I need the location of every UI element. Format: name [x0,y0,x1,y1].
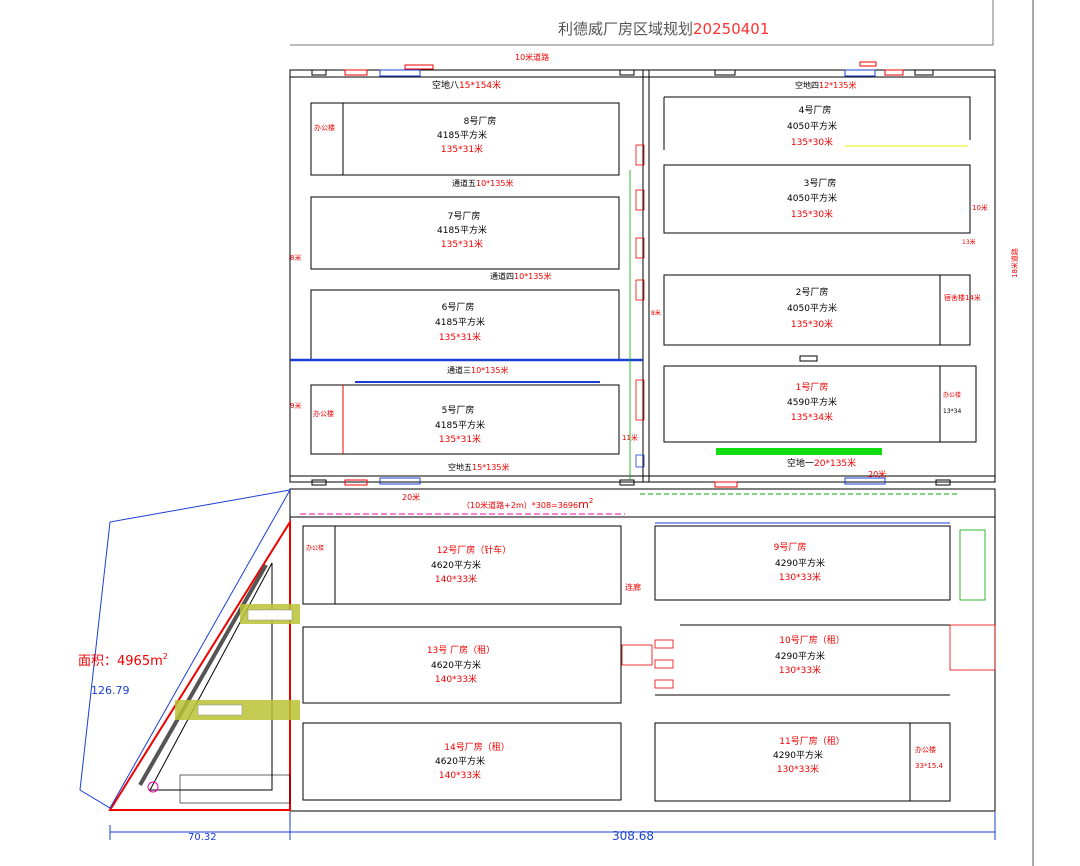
open-space-4: 空地四12*135米 [795,80,856,90]
road-top-label: 10米道路 [515,52,549,62]
distance-8m-b: 8米 [651,309,661,317]
factory-12: 办公楼 12号厂房（针车） 4620平方米 140*33米 [302,525,622,605]
road-bottom-band: （10米道路+2m）*308=3696m2 [462,497,593,511]
factory-7-name: 7号厂房 [448,210,481,222]
factory-11-office: 办公楼 [915,745,936,754]
factory-3-dims: 135*30米 [791,208,833,220]
factory-1-area: 4590平方米 [787,396,837,408]
factory-2-dims: 135*30米 [791,318,833,330]
factory-2-dorm: 宿舍楼14米 [944,293,981,302]
factory-9: 9号厂房 4290平方米 130*33米 [654,522,951,601]
factory-1-name: 1号厂房 [796,381,829,393]
factory-1-office: 办公楼 [943,391,961,399]
factory-10-dims: 130*33米 [779,664,821,676]
factory-8: 办公楼 8号厂房 4185平方米 135*31米 [310,102,620,176]
south-service-column [621,529,996,689]
factory-9-name: 9号厂房 [774,541,807,553]
factory-3-name: 3号厂房 [804,177,837,189]
factory-12-area: 4620平方米 [431,559,481,571]
factory-11: 11号厂房（租） 4290平方米 130*33米 办公楼 33*15.4 [654,722,951,802]
factory-11-area: 4290平方米 [773,749,823,761]
factory-14-name: 14号厂房（租） [444,741,509,753]
factory-2-area: 4050平方米 [787,302,837,314]
factory-9-area: 4290平方米 [775,557,825,569]
factory-4: 4号厂房 4050平方米 135*30米 [663,96,971,150]
factory-5-area: 4185平方米 [435,419,485,431]
factory-10-name: 10号厂房（租） [779,634,844,646]
factory-13: 13号 厂房（租） 4620平方米 140*33米 [302,626,622,704]
factory-8-name: 8号厂房 [464,115,497,127]
factory-14: 14号厂房（租） 4620平方米 140*33米 [302,722,622,801]
factory-13-name: 13号 厂房（租） [427,644,495,656]
central-utility-column [629,144,645,480]
factory-11-office-dims: 33*15.4 [915,762,944,770]
factory-3: 3号厂房 4050平方米 135*30米 [663,164,971,234]
factory-9-dims: 130*33米 [779,571,821,583]
factory-7-area: 4185平方米 [437,224,487,236]
factory-5-dims: 135*31米 [439,433,481,445]
factory-10-area: 4290平方米 [775,650,825,662]
factory-2: 2号厂房 4050平方米 135*30米 宿舍楼14米 [663,274,981,346]
road-right-label: 18米道路 [1010,248,1019,278]
factory-12-office: 办公楼 [306,544,324,552]
bottom-dim-left: 70.32 [188,832,217,843]
factory-11-dims: 130*33米 [777,763,819,775]
factory-13-dims: 140*33米 [435,673,477,685]
distance-10m: 10米 [972,203,988,212]
factory-5: 办公楼 5号厂房 4185平方米 135*31米 [310,381,620,455]
factory-12-dims: 140*33米 [435,573,477,585]
bottom-dim-right: 308.68 [612,829,654,843]
plan-title: 利德威厂房区域规划20250401 [558,20,769,38]
factory-8-office: 办公楼 [314,123,335,132]
factory-10: 10号厂房（租） 4290平方米 130*33米 [655,624,950,696]
factory-4-dims: 135*30米 [791,136,833,148]
triangle-area-label: 面积：4965m2 [78,652,168,669]
factory-1: 1号厂房 4590平方米 135*34米 办公楼 13*34 [663,365,977,443]
factory-7: 7号厂房 4185平方米 135*31米 [310,196,620,270]
open-space-8: 空地八15*154米 [432,79,501,91]
factory-6-name: 6号厂房 [442,301,475,313]
factory-4-name: 4号厂房 [799,104,832,116]
aisle-5: 通道五10*135米 [452,178,513,188]
factory-6-dims: 135*31米 [439,331,481,343]
factory-6: 6号厂房 4185平方米 135*31米 [290,289,643,362]
factory-1-office-dims: 13*34 [943,408,961,415]
factory-14-dims: 140*33米 [439,769,481,781]
bottom-dimension-line: 70.32 308.68 [109,812,996,843]
factory-1-dims: 135*34米 [791,411,833,423]
passage-label: 连廊 [625,582,641,592]
factory-8-dims: 135*31米 [441,143,483,155]
north-site [289,69,996,483]
factory-8-area: 4185平方米 [437,129,487,141]
distance-8m: 8米 [290,253,301,262]
factory-5-office: 办公楼 [313,409,334,418]
triangle-parcel [79,489,300,811]
factory-14-area: 4620平方米 [435,755,485,767]
distance-20m-a: 20米 [402,492,420,502]
triangle-side-label: 126.79 [91,684,130,697]
north-gate-details [311,61,951,488]
south-site [289,488,996,812]
factory-4-area: 4050平方米 [787,120,837,132]
factory-13-area: 4620平方米 [431,659,481,671]
open-space-5: 空地五15*135米 [448,462,509,472]
factory-2-name: 2号厂房 [796,286,829,298]
factory-6-area: 4185平方米 [435,316,485,328]
aisle-3: 通道三10*135米 [447,365,508,375]
factory-2-marker [799,355,818,362]
factory-7-dims: 135*31米 [441,238,483,250]
open-space-1: 空地一20*135米 [787,457,856,469]
factory-5-name: 5号厂房 [442,404,475,416]
distance-13m: 13米 [962,238,976,246]
factory-11-name: 11号厂房（租） [779,735,844,747]
distance-9m: 9米 [290,401,301,410]
distance-20m-b: 20米 [868,469,886,479]
title-block: 利德威厂房区域规划20250401 [290,0,1034,866]
factory-12-name: 12号厂房（针车） [437,544,511,556]
factory-3-area: 4050平方米 [787,192,837,204]
aisle-4: 通道四10*135米 [490,271,551,281]
green-marker [716,448,882,455]
